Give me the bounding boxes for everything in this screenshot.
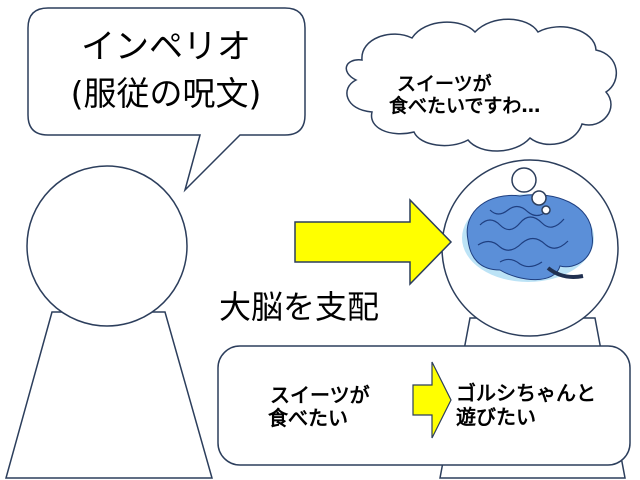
thought-line-1: スイーツが <box>397 72 492 95</box>
thought-dots <box>511 167 551 215</box>
spell-name: インペリオ <box>81 27 251 67</box>
before-line-1: スイーツが <box>270 383 370 407</box>
change-arrow <box>412 361 452 439</box>
after-line-2: 遊びたい <box>456 405 536 429</box>
caster-body <box>5 311 213 479</box>
caster-head <box>26 165 188 327</box>
thought-cloud <box>345 18 618 152</box>
caster-figure <box>5 165 213 479</box>
thought-line-2: 食べたいですわ… <box>389 94 540 117</box>
after-line-1: ゴルシちゃんと <box>456 381 596 405</box>
brain-icon <box>462 194 594 282</box>
speech-bubble <box>27 7 306 193</box>
before-line-2: 食べたい <box>268 406 348 430</box>
control-label: 大脳を支配 <box>219 288 379 326</box>
spell-description: (服従の呪文) <box>71 74 262 113</box>
control-arrow <box>294 198 453 286</box>
